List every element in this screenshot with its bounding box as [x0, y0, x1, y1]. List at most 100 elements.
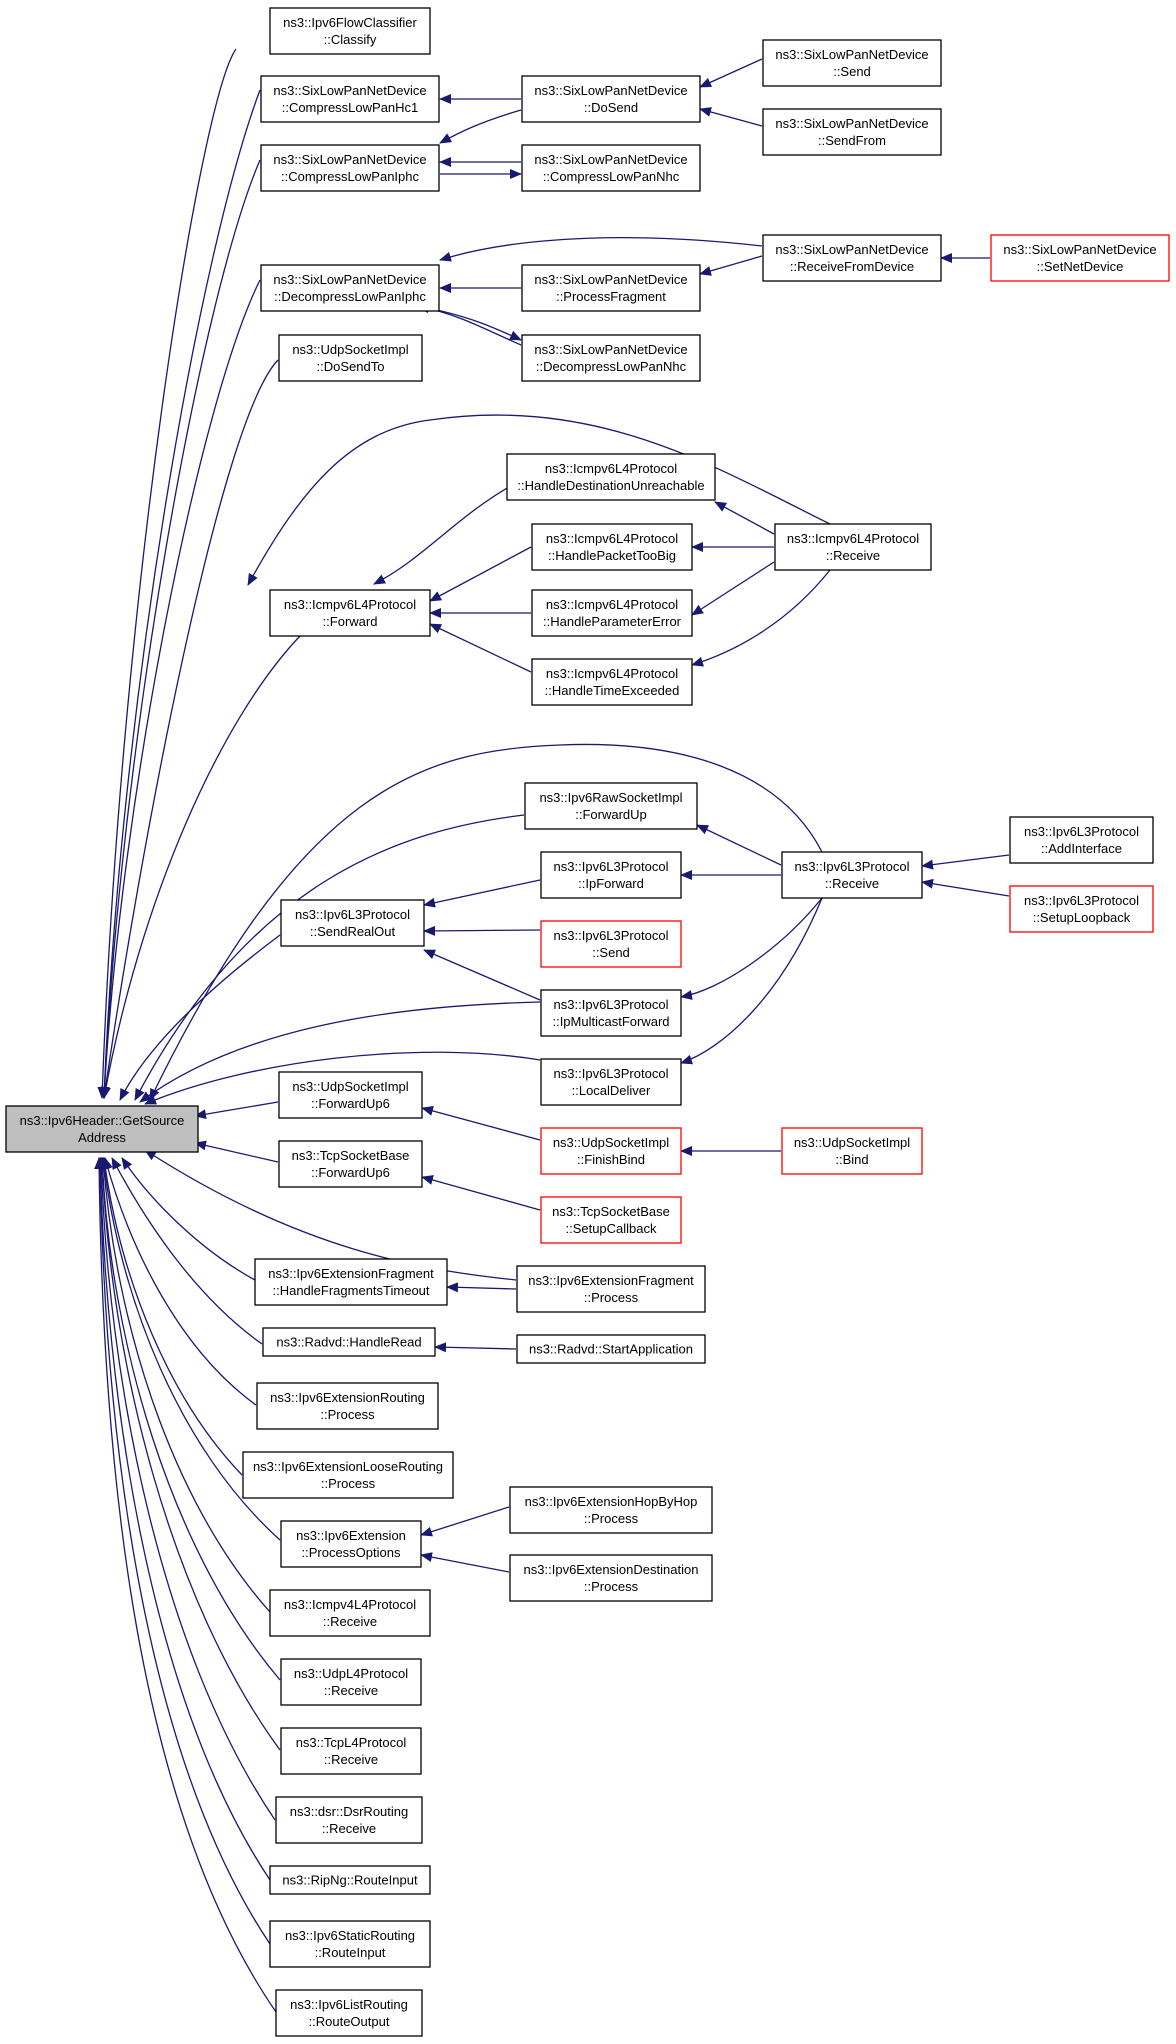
- node-destprocess[interactable]: ns3::Ipv6ExtensionDestination::Process: [509, 1554, 713, 1602]
- node-compressiphc[interactable]: ns3::SixLowPanNetDevice::CompressLowPanI…: [260, 144, 440, 192]
- call-edge: [247, 414, 831, 586]
- node-label: ::Process: [584, 1579, 639, 1594]
- call-edge: [429, 546, 532, 602]
- node-label: ns3::Ipv6L3Protocol: [295, 907, 410, 922]
- node-label: ::SetNetDevice: [1037, 259, 1124, 274]
- call-edge: [699, 255, 763, 276]
- call-edge: [680, 897, 823, 1065]
- call-edge: [100, 1157, 243, 1476]
- node-icmpv4receive[interactable]: ns3::Icmpv4L4Protocol::Receive: [269, 1589, 431, 1637]
- node-label: ::Receive: [323, 1614, 377, 1629]
- node-listoutput[interactable]: ns3::Ipv6ListRouting::RouteOutput: [275, 1989, 423, 2037]
- node-label: ::Send: [833, 64, 871, 79]
- node-l3send[interactable]: ns3::Ipv6L3Protocol::Send: [540, 920, 682, 968]
- node-label: ns3::Ipv6Header::GetSource: [20, 1113, 185, 1128]
- node-ipforward[interactable]: ns3::Ipv6L3Protocol::IpForward: [540, 851, 682, 899]
- node-flowclassify[interactable]: ns3::Ipv6FlowClassifier::Classify: [269, 7, 431, 55]
- node-rawforwardup[interactable]: ns3::Ipv6RawSocketImpl::ForwardUp: [524, 782, 698, 830]
- node-label: ::AddInterface: [1041, 841, 1122, 856]
- node-label: ::RouteOutput: [309, 2014, 390, 2029]
- node-label: ::LocalDeliver: [572, 1083, 651, 1098]
- node-tcpreceive[interactable]: ns3::TcpL4Protocol::Receive: [280, 1727, 422, 1775]
- node-decompressiphc[interactable]: ns3::SixLowPanNetDevice::DecompressLowPa…: [260, 264, 440, 312]
- node-destunreach[interactable]: ns3::Icmpv6L4Protocol::HandleDestination…: [506, 453, 716, 501]
- node-receivefromdevice[interactable]: ns3::SixLowPanNetDevice::ReceiveFromDevi…: [762, 234, 942, 282]
- node-send[interactable]: ns3::SixLowPanNetDevice::Send: [762, 39, 942, 87]
- node-label: ns3::Icmpv6L4Protocol: [546, 666, 678, 681]
- node-radvdread[interactable]: ns3::Radvd::HandleRead: [262, 1327, 436, 1357]
- node-label: ::CompressLowPanHc1: [282, 100, 419, 115]
- call-edge: [144, 1051, 541, 1105]
- call-edge: [95, 1157, 271, 1945]
- node-localdeliver[interactable]: ns3::Ipv6L3Protocol::LocalDeliver: [540, 1058, 682, 1106]
- node-finishbind[interactable]: ns3::UdpSocketImpl::FinishBind: [540, 1127, 682, 1175]
- node-dosend[interactable]: ns3::SixLowPanNetDevice::DoSend: [521, 75, 701, 123]
- call-edge: [194, 1140, 279, 1163]
- node-label: ns3::Radvd::HandleRead: [276, 1335, 421, 1350]
- node-sendrealout[interactable]: ns3::Ipv6L3Protocol::SendRealOut: [280, 899, 425, 947]
- node-ripnginput[interactable]: ns3::RipNg::RouteInput: [269, 1865, 431, 1895]
- node-label: ns3::Ipv6ExtensionLooseRouting: [253, 1459, 443, 1474]
- call-edge: [699, 58, 763, 88]
- node-processfragment[interactable]: ns3::SixLowPanNetDevice::ProcessFragment: [521, 264, 701, 312]
- node-label: ns3::Radvd::StartApplication: [529, 1342, 693, 1357]
- node-fragprocess[interactable]: ns3::Ipv6ExtensionFragment::Process: [516, 1265, 706, 1313]
- node-label: ns3::UdpSocketImpl: [553, 1135, 669, 1150]
- node-startapp[interactable]: ns3::Radvd::StartApplication: [516, 1334, 706, 1364]
- node-udpdosendto[interactable]: ns3::UdpSocketImpl::DoSendTo: [278, 334, 423, 382]
- node-label: ::DecompressLowPanNhc: [536, 359, 687, 374]
- node-l3receive[interactable]: ns3::Ipv6L3Protocol::Receive: [781, 851, 923, 899]
- node-multicastforward[interactable]: ns3::Ipv6L3Protocol::IpMulticastForward: [540, 989, 682, 1037]
- node-hopbyhop[interactable]: ns3::Ipv6ExtensionHopByHop::Process: [509, 1486, 713, 1534]
- node-setupcallback[interactable]: ns3::TcpSocketBase::SetupCallback: [540, 1196, 682, 1244]
- edges: [94, 48, 1010, 2013]
- node-setnetdevice[interactable]: ns3::SixLowPanNetDevice::SetNetDevice: [990, 234, 1170, 282]
- node-label: ns3::Ipv6L3Protocol: [795, 859, 910, 874]
- node-label: ::Bind: [835, 1152, 868, 1167]
- call-edge: [714, 501, 775, 535]
- node-dsrreceive[interactable]: ns3::dsr::DsrRouting::Receive: [275, 1796, 423, 1844]
- node-label: ::Receive: [324, 1752, 378, 1767]
- node-label: ns3::SixLowPanNetDevice: [534, 83, 687, 98]
- node-udpforwardup6[interactable]: ns3::UdpSocketImpl::ForwardUp6: [278, 1071, 423, 1119]
- node-label: ns3::RipNg::RouteInput: [282, 1873, 418, 1888]
- node-compressnhc[interactable]: ns3::SixLowPanNetDevice::CompressLowPanN…: [521, 144, 701, 192]
- node-icmpreceive[interactable]: ns3::Icmpv6L4Protocol::Receive: [774, 523, 932, 571]
- node-addinterface[interactable]: ns3::Ipv6L3Protocol::AddInterface: [1009, 816, 1154, 864]
- node-timeexceeded[interactable]: ns3::Icmpv6L4Protocol::HandleTimeExceede…: [531, 658, 693, 706]
- node-udpbind[interactable]: ns3::UdpSocketImpl::Bind: [781, 1127, 923, 1175]
- node-processoptions[interactable]: ns3::Ipv6Extension::ProcessOptions: [280, 1520, 422, 1568]
- node-label: ns3::SixLowPanNetDevice: [273, 272, 426, 287]
- node-label: ns3::Ipv6ExtensionFragment: [268, 1266, 434, 1281]
- node-decompressnhc[interactable]: ns3::SixLowPanNetDevice::DecompressLowPa…: [521, 334, 701, 382]
- call-edge: [119, 934, 281, 1101]
- node-setuploopback[interactable]: ns3::Ipv6L3Protocol::SetupLoopback: [1009, 885, 1154, 933]
- node-paramerror[interactable]: ns3::Icmpv6L4Protocol::HandleParameterEr…: [531, 589, 693, 637]
- node-label: ns3::SixLowPanNetDevice: [1003, 242, 1156, 257]
- call-edge: [434, 1342, 517, 1353]
- call-edge: [921, 854, 1010, 870]
- node-label: ::Classify: [324, 32, 377, 47]
- node-label: ::DecompressLowPanIphc: [274, 289, 426, 304]
- node-tcpforwardup6[interactable]: ns3::TcpSocketBase::ForwardUp6: [278, 1140, 423, 1188]
- node-udpreceive[interactable]: ns3::UdpL4Protocol::Receive: [280, 1658, 422, 1706]
- node-routingprocess[interactable]: ns3::Ipv6ExtensionRouting::Process: [256, 1382, 439, 1430]
- node-label: ns3::UdpSocketImpl: [292, 342, 408, 357]
- call-edge: [921, 878, 1010, 897]
- node-fragtimeout[interactable]: ns3::Ipv6ExtensionFragment::HandleFragme…: [254, 1258, 448, 1306]
- nodes: ns3::Ipv6Header::GetSourceAddressns3::Ip…: [5, 7, 1170, 2037]
- call-edge: [439, 237, 763, 262]
- node-icmpforward[interactable]: ns3::Icmpv6L4Protocol::Forward: [269, 589, 431, 637]
- node-label: ns3::Icmpv6L4Protocol: [787, 531, 919, 546]
- node-looseprocess[interactable]: ns3::Ipv6ExtensionLooseRouting::Process: [242, 1451, 454, 1499]
- call-edge: [134, 814, 525, 1101]
- node-label: ns3::UdpSocketImpl: [292, 1079, 408, 1094]
- node-compresshc1[interactable]: ns3::SixLowPanNetDevice::CompressLowPanH…: [260, 75, 440, 123]
- node-label: ::Forward: [323, 614, 378, 629]
- node-label: ::ForwardUp: [575, 807, 647, 822]
- node-pkttoobig[interactable]: ns3::Icmpv6L4Protocol::HandlePacketTooBi…: [531, 523, 693, 571]
- call-edge: [103, 1157, 257, 1406]
- node-staticinput[interactable]: ns3::Ipv6StaticRouting::RouteInput: [269, 1920, 431, 1968]
- node-sendfrom[interactable]: ns3::SixLowPanNetDevice::SendFrom: [762, 108, 942, 156]
